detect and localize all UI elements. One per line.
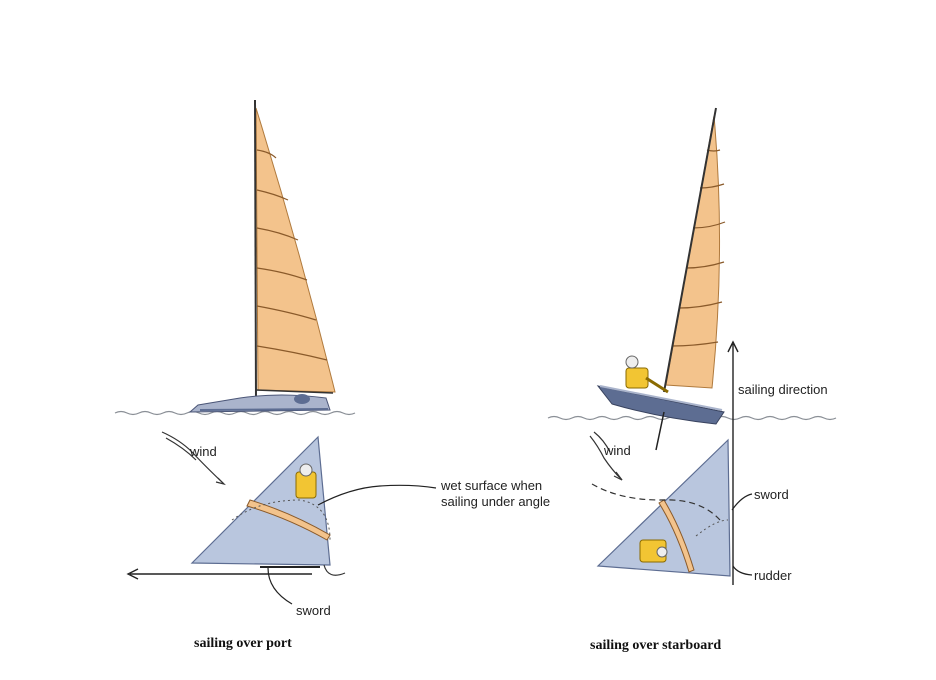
left-mast	[254, 99, 257, 403]
left-hull-plan	[190, 435, 331, 566]
left-boom	[255, 389, 334, 394]
wet-surface-label-line2: sailing under angle	[441, 494, 551, 509]
right-sword-leader	[731, 493, 753, 511]
left-sheet	[231, 499, 331, 541]
wind-label-left: wind	[190, 444, 217, 459]
right-plan-view	[589, 431, 753, 577]
caption-starboard: sailing over starboard	[590, 638, 722, 653]
rudder-leader	[732, 565, 753, 576]
left-plan-view	[126, 431, 437, 605]
left-sail-battens	[256, 149, 328, 361]
left-wind-arrow	[161, 431, 226, 486]
sword-label-left: sword	[296, 603, 331, 618]
left-direction-arrow	[126, 568, 312, 580]
caption-port: sailing over port	[194, 636, 292, 651]
rudder-label: rudder	[754, 568, 792, 583]
left-sail	[255, 107, 336, 393]
right-sword-side	[655, 411, 665, 451]
wind-label-right: wind	[604, 443, 631, 458]
right-sailor	[625, 355, 669, 394]
left-waterline	[114, 410, 356, 416]
wet-surface-leader	[317, 484, 437, 506]
left-sailor	[295, 463, 317, 499]
left-rudder-plan	[323, 564, 346, 576]
left-sword-leader	[267, 567, 293, 605]
right-sail	[665, 115, 721, 389]
sailing-direction-label: sailing direction	[738, 382, 828, 397]
right-direction-arrow	[727, 340, 739, 585]
sword-label-right: sword	[754, 487, 789, 502]
right-sailor-plan	[639, 539, 668, 563]
right-wind-arrow	[589, 431, 623, 481]
left-sailor-helmet	[294, 394, 310, 404]
left-side-view	[114, 99, 356, 416]
right-boom-plan	[658, 499, 695, 573]
right-sheet	[591, 483, 721, 521]
right-side-view	[547, 107, 837, 585]
right-hull	[596, 385, 725, 425]
left-boom-plan	[246, 499, 331, 541]
right-mast	[663, 107, 717, 393]
wet-surface-label-line1: wet surface when	[441, 478, 543, 493]
